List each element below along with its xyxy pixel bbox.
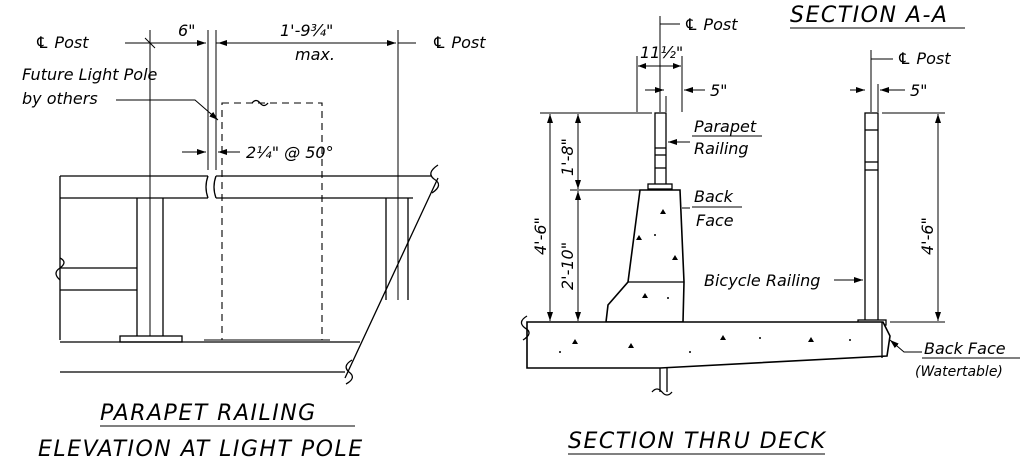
dim-tick-left bbox=[144, 37, 156, 49]
light-pole-break-mark bbox=[251, 99, 269, 107]
section-back-face-watertable-2: (Watertable) bbox=[915, 364, 1003, 380]
dim-1ft9-arrow-left bbox=[218, 40, 227, 46]
dim-1ft8-arrow-bottom bbox=[575, 180, 581, 189]
section-dim-4ft6-left: 4'-6" bbox=[531, 217, 550, 255]
dim-11half-arrow-left bbox=[638, 63, 646, 69]
dim-4ft6-right-arrow-bottom bbox=[935, 312, 941, 321]
dim-4ft6-left-arrow-top bbox=[547, 114, 553, 123]
break-mark-bottom bbox=[345, 359, 353, 385]
elev-title-line2: ELEVATION AT LIGHT POLE bbox=[38, 437, 364, 462]
elev-title-line1: PARAPET RAILING bbox=[100, 401, 317, 426]
section-dim-5in-right: 5" bbox=[910, 81, 928, 100]
break-mark-left bbox=[55, 257, 65, 281]
elev-dim-6in: 6" bbox=[178, 21, 196, 40]
section-aa-title: SECTION A-A bbox=[790, 3, 948, 28]
section-dim-1ft8: 1'-8" bbox=[558, 138, 577, 176]
section-back-face-1: Back bbox=[694, 187, 734, 206]
rail-gap-left bbox=[205, 175, 209, 199]
deck-break-mark bbox=[520, 315, 530, 341]
elev-note-light-pole-2: by others bbox=[22, 89, 98, 108]
dim-1ft8-arrow-top bbox=[575, 114, 581, 123]
section-dim-2ft10: 2'-10" bbox=[558, 242, 577, 290]
section-parapet-1: Parapet bbox=[694, 117, 757, 136]
section-dim-11half: 11½" bbox=[640, 43, 683, 62]
bicycle-railing-post bbox=[864, 112, 879, 324]
dim-2ft10-arrow-bottom bbox=[575, 312, 581, 321]
deck-slab bbox=[526, 321, 891, 369]
rail-gap-right bbox=[213, 175, 217, 199]
section-back-face-2: Face bbox=[696, 211, 734, 230]
left-post-baseplate bbox=[119, 335, 183, 343]
section-dim-5in-left: 5" bbox=[710, 81, 728, 100]
parapet-post-baseplate bbox=[647, 183, 673, 190]
elev-dim-max: max. bbox=[295, 45, 335, 64]
dim-4ft6-right-arrow-top bbox=[935, 114, 941, 123]
dim-1ft9-arrow-right bbox=[387, 40, 396, 46]
section-dim-4ft6-right: 4'-6" bbox=[918, 217, 937, 255]
section-bicycle-railing: Bicycle Railing bbox=[704, 271, 820, 290]
future-light-pole-outline bbox=[221, 102, 323, 341]
section-back-face-watertable-1: Back Face bbox=[924, 339, 1006, 358]
slanted-break-line bbox=[344, 177, 439, 379]
light-pole-leader bbox=[116, 99, 219, 121]
concrete-aggregate bbox=[559, 209, 851, 353]
section-view: SECTION A-A bbox=[520, 3, 1020, 455]
watertable-leader bbox=[889, 339, 922, 353]
elev-note-light-pole-1: Future Light Pole bbox=[22, 65, 158, 84]
section-thru-deck-title: SECTION THRU DECK bbox=[568, 429, 826, 454]
section-cl-post-top: ℄ Post bbox=[684, 15, 738, 34]
elevation-view: ℄ Post ℄ Post 6" 1'-9¾" max. Future Ligh… bbox=[22, 21, 486, 462]
elev-cl-post-right: ℄ Post bbox=[432, 33, 486, 52]
elev-cl-post-left: ℄ Post bbox=[35, 33, 89, 52]
section-cl-post-right: ℄ Post bbox=[897, 49, 951, 68]
parapet-post bbox=[654, 112, 667, 187]
elev-dim-1ft9: 1'-9¾" bbox=[280, 21, 333, 40]
girder-break-mark bbox=[651, 388, 673, 396]
dim-11half-arrow-right bbox=[673, 63, 681, 69]
concrete-parapet bbox=[605, 189, 685, 323]
section-parapet-2: Railing bbox=[694, 139, 749, 158]
dim-4ft6-left-arrow-bottom bbox=[547, 312, 553, 321]
elev-dim-angle: 2¼" @ 50° bbox=[246, 143, 334, 162]
dim-2ft10-arrow-top bbox=[575, 191, 581, 200]
break-mark-top bbox=[430, 164, 440, 194]
